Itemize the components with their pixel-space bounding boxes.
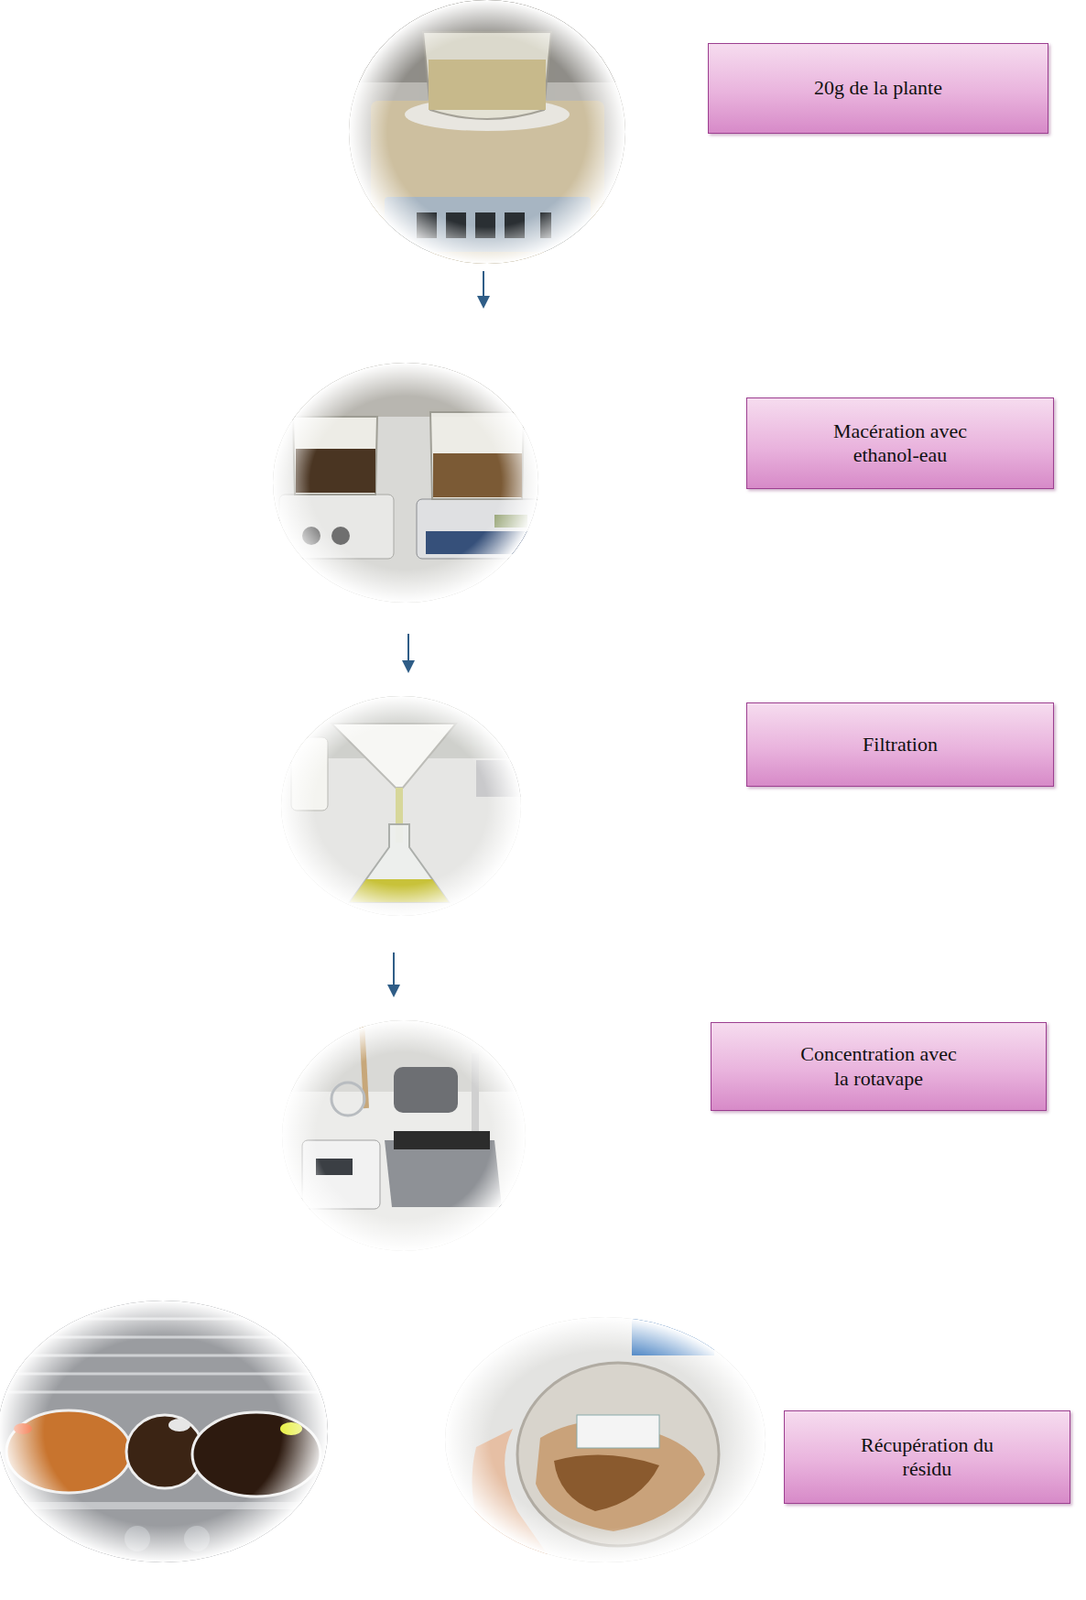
maceration-photo: [270, 361, 545, 609]
flow-arrow: [482, 271, 485, 303]
step-label-box: Macération avec ethanol-eau: [746, 397, 1054, 489]
step-label-box: Concentration avec la rotavape: [710, 1021, 1047, 1111]
flow-arrows: [393, 271, 484, 991]
step-label: Macération avec ethanol-eau: [822, 419, 978, 468]
step-label: Récupération du résidu: [860, 1433, 994, 1482]
step-label: Concentration avec la rotavape: [800, 1042, 958, 1091]
petri-dish-photo: [444, 1314, 770, 1567]
step-label-box: Filtration: [746, 702, 1054, 787]
flow-arrow: [407, 633, 410, 667]
step-label-box: 20g de la plante: [707, 43, 1049, 134]
flow-arrow: [392, 952, 395, 991]
rotavap-photo: [279, 1018, 532, 1257]
step-label: Filtration: [862, 732, 938, 757]
filtration-photo: [279, 694, 527, 919]
step-label: 20g de la plante: [814, 76, 943, 100]
balance-photo: [347, 0, 628, 266]
step-label-box: Récupération du résidu: [783, 1410, 1071, 1504]
oven-photo: [0, 1300, 330, 1566]
